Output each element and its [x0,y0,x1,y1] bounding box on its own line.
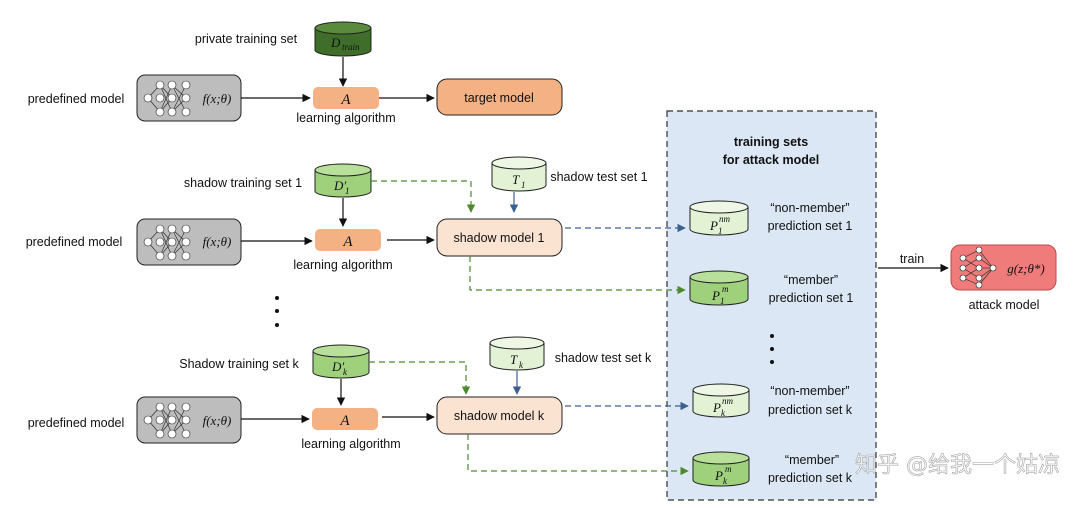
learning-algorithm-box-1: A [313,87,379,109]
p-nm-k-superscript: nm [722,396,734,406]
learning-algorithm-label-3: learning algorithm [301,437,400,451]
p-nm-k-symbol: P [712,400,721,415]
p-nm-k-cylinder: P nm k [692,383,750,418]
f-function-label: f(x;θ) [203,413,232,428]
p-nm-1-subscript: 1 [718,226,723,236]
non-member-label-1: “non-member” [770,201,849,215]
predefined-model-label-2: predefined model [26,235,123,249]
member-label-1: “member” [784,273,838,287]
d-prime-k-subscript: k [343,367,348,377]
ellipsis-dots-panel [770,334,774,364]
shadow-model-k-label: shadow model k [454,409,545,423]
prediction-set-k-label-b: prediction set k [768,471,853,485]
algo-symbol: A [339,413,350,429]
shadow-model-k-box: shadow model k [436,396,563,435]
attack-model-label: attack model [969,298,1040,312]
d-train-cylinder: D train [314,21,372,57]
neural-net-icon [143,80,191,117]
learning-algorithm-box-3: A [312,408,378,430]
prediction-set-1-label-a: prediction set 1 [768,219,853,233]
d-prime-1-symbol: D′ [333,178,346,193]
neural-net-icon [143,402,191,439]
shadow-training-set-1-label: shadow training set 1 [184,176,302,190]
algo-symbol: A [342,234,353,250]
predefined-model-label-3: predefined model [28,416,125,430]
predefined-model-box-1: f(x;θ) [136,74,242,122]
shadow-training-set-k-label: Shadow training set k [179,357,299,371]
shadow-test-set-k-label: shadow test set k [555,351,652,365]
d-prime-k-cylinder: D′ k [312,344,370,379]
t-1-symbol: T [512,172,520,187]
target-model-box: target model [436,78,563,116]
learning-algorithm-label-1: learning algorithm [296,111,395,125]
prediction-set-k-label-a: prediction set k [768,403,853,417]
attack-model-box: g(z;θ*) [950,244,1057,291]
target-model-label: target model [464,91,533,105]
predefined-model-box-2: f(x;θ) [136,218,242,266]
watermark: 知乎 @给我一个姑凉 [855,453,1060,478]
f-function-label: f(x;θ) [203,91,232,106]
p-m-1-symbol: P [711,288,720,303]
panel-title-line1: training sets [734,135,808,149]
d-train-symbol: D [330,35,341,50]
p-nm-1-superscript: nm [719,214,731,224]
p-m-1-subscript: 1 [720,296,725,306]
prediction-set-1-label-b: prediction set 1 [769,291,854,305]
t-k-cylinder: T k [489,336,545,371]
neural-net-icon [959,246,997,289]
p-m-1-cylinder: P m 1 [689,270,749,306]
d-train-subscript: train [342,42,360,52]
f-function-label: f(x;θ) [203,234,232,249]
p-m-k-superscript: m [725,464,732,474]
panel-title-line2: for attack model [723,153,820,167]
d-prime-k-symbol: D′ [331,359,344,374]
p-m-k-subscript: k [723,476,728,486]
member-label-k: “member” [785,453,839,467]
t-1-subscript: 1 [521,180,526,190]
learning-algorithm-label-2: learning algorithm [293,258,392,272]
p-m-1-superscript: m [722,284,729,294]
ellipsis-dots-left [275,296,279,327]
predefined-model-box-3: f(x;θ) [136,396,242,444]
g-function-label: g(z;θ*) [1007,261,1044,276]
t-1-cylinder: T 1 [491,156,547,192]
attack-training-panel [666,110,877,501]
p-nm-k-subscript: k [721,408,726,418]
shadow-test-set-1-label: shadow test set 1 [550,170,647,184]
neural-net-icon [143,224,191,261]
shadow-model-1-label: shadow model 1 [453,231,544,245]
p-m-k-cylinder: P m k [692,451,750,487]
p-nm-1-cylinder: P nm 1 [689,200,749,236]
p-nm-1-symbol: P [709,218,718,233]
train-label: train [900,252,924,266]
non-member-label-k: “non-member” [770,384,849,398]
shadow-model-1-box: shadow model 1 [436,218,563,257]
learning-algorithm-box-2: A [315,229,381,251]
p-m-k-symbol: P [714,468,723,483]
d-prime-1-subscript: 1 [345,186,350,196]
private-training-set-label: private training set [195,32,298,46]
predefined-model-label-1: predefined model [28,92,125,106]
t-k-symbol: T [510,352,518,367]
t-k-subscript: k [519,360,524,370]
algo-symbol: A [340,92,351,108]
d-prime-1-cylinder: D′ 1 [314,163,372,198]
